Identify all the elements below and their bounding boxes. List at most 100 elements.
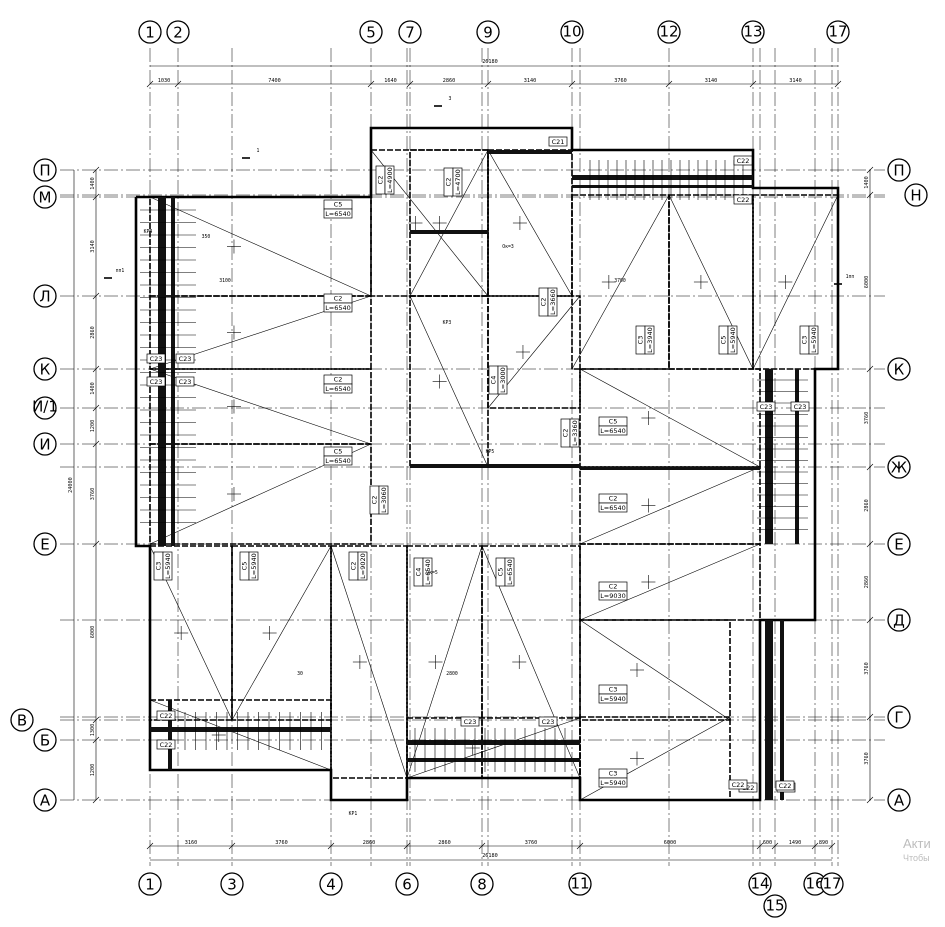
axis-left-1-label: М	[39, 188, 52, 206]
left-chain-text-4: 1200	[90, 420, 96, 433]
slab-panel-22	[149, 699, 332, 771]
axis-left-9-label: А	[40, 791, 51, 809]
slab-panel-11	[487, 295, 581, 409]
axis-bottom-11-label: 11	[570, 875, 589, 893]
bottom-chain-text-3: 2860	[438, 840, 451, 846]
axis-left-5-label: И	[39, 435, 50, 453]
edge-label-box-2	[733, 194, 753, 205]
axis-bottom-1-label: 1	[145, 875, 155, 893]
slab-label-1: C2L=6540	[323, 293, 353, 313]
axis-left-5: И	[33, 432, 57, 456]
axis-right-1-circle	[904, 183, 928, 207]
beam-7	[150, 727, 331, 732]
slab-label-14: C2L=6540	[598, 493, 628, 513]
slab-label-17: C3L=5940	[598, 768, 628, 788]
axis-top-10-label: 10	[562, 23, 581, 41]
slab-label-len-box-0	[323, 208, 353, 219]
axis-left-2-label: Л	[39, 287, 50, 305]
edge-label-text-2: C22	[737, 196, 750, 204]
bottom-chain-text-6: 600	[763, 840, 772, 846]
axis-right-6-label: Г	[894, 708, 903, 726]
axis-left-6-circle	[33, 532, 57, 556]
axis-right-2: К	[887, 357, 911, 381]
axis-top-12: 12	[657, 20, 681, 44]
slab-label-len-18: L=5940	[164, 553, 172, 579]
slab-label-len-4: L=4900	[386, 167, 394, 193]
bottom-chain-text-0: 3160	[185, 840, 198, 846]
left-chain-tick-4	[92, 404, 100, 412]
edge-label-box-3	[156, 710, 176, 721]
left-chain-tick-9	[92, 796, 100, 804]
axis-left-7: В	[10, 708, 34, 732]
axis-top-10: 10	[560, 20, 584, 44]
left-chain-text-2: 2860	[90, 326, 96, 339]
bottom-chain-tick-5	[576, 842, 584, 850]
axis-right-7-label: А	[894, 791, 905, 809]
left-chain-text-5: 3760	[90, 488, 96, 501]
axis-bottom-15: 15	[763, 894, 787, 918]
edge-label-11: C23	[538, 716, 558, 727]
slab-label-len-0: L=6540	[325, 210, 351, 218]
slab-label-len-8: L=3360	[571, 420, 579, 446]
panel-diag-16	[330, 545, 408, 779]
axis-bottom-3: 3	[220, 872, 244, 896]
left-chain-tick-0	[92, 166, 100, 174]
axis-top-17: 17	[826, 20, 850, 44]
axis-bottom-6: 6	[395, 872, 419, 896]
beam-5	[765, 620, 773, 800]
slab-label-mark-8: C2	[562, 429, 570, 438]
slab-label-len-3: L=6540	[325, 457, 351, 465]
axis-right-3-label: Ж	[891, 458, 907, 476]
slab-panel-1	[149, 295, 372, 370]
span-note-0: 3100	[219, 278, 231, 284]
slab-label-len-box-1	[323, 302, 353, 313]
beam-mark-5: Ок=5	[426, 570, 438, 576]
span-note-1: 3700	[614, 278, 626, 284]
section-mark-1: 3	[449, 96, 452, 102]
bottom-chain-text-8: 890	[819, 840, 828, 846]
axis-top-13-label: 13	[743, 23, 762, 41]
top-chain-tick-4	[484, 80, 492, 88]
slab-label-len-11: L=5940	[729, 327, 737, 353]
axis-right-0: П	[887, 158, 911, 182]
bottom-chain-tick-4	[478, 842, 486, 850]
slab-label-mark-13: C5	[609, 418, 618, 426]
slab-label-len-21: L=6540	[424, 559, 432, 585]
axis-right-7: А	[887, 788, 911, 812]
top-chain-tick-8	[834, 80, 842, 88]
edge-label-1: C22	[733, 155, 753, 166]
axis-top-9: 9	[476, 20, 500, 44]
beam-13	[410, 230, 488, 234]
edge-label-box-16	[775, 780, 795, 791]
panel-diag-15	[231, 545, 332, 721]
left-chain-tick-6	[92, 540, 100, 548]
edge-label-5: C23	[146, 353, 166, 364]
top-chain-text-3: 2860	[443, 78, 456, 84]
slab-label-len-20: L=9020	[359, 553, 367, 579]
edge-label-box-15	[728, 779, 748, 790]
axis-left-8-label: Б	[40, 731, 50, 749]
right-chain-tick-4	[866, 540, 874, 548]
axis-right-5-circle	[887, 608, 911, 632]
axis-top-17-circle	[826, 20, 850, 44]
axis-left-0: П	[33, 158, 57, 182]
slab-label-len-12: L=5940	[810, 327, 818, 353]
slab-label-len-box-9	[378, 485, 389, 515]
top-chain-tick-0	[146, 80, 154, 88]
axis-bottom-15-circle	[763, 894, 787, 918]
axis-right-7-circle	[887, 788, 911, 812]
edge-label-text-5: C23	[150, 355, 163, 363]
top-chain-text-0: 1030	[158, 78, 171, 84]
axis-top-5: 5	[359, 20, 383, 44]
right-chain-text-0: 1400	[864, 176, 870, 189]
panel-diag-5	[409, 149, 489, 297]
slab-label-len-box-14	[598, 502, 628, 513]
slab-label-len-box-19	[248, 551, 259, 581]
slab-label-len-6: L=3660	[549, 289, 557, 315]
panel-diag-12	[579, 368, 761, 468]
axis-right-1: Н	[904, 183, 928, 207]
